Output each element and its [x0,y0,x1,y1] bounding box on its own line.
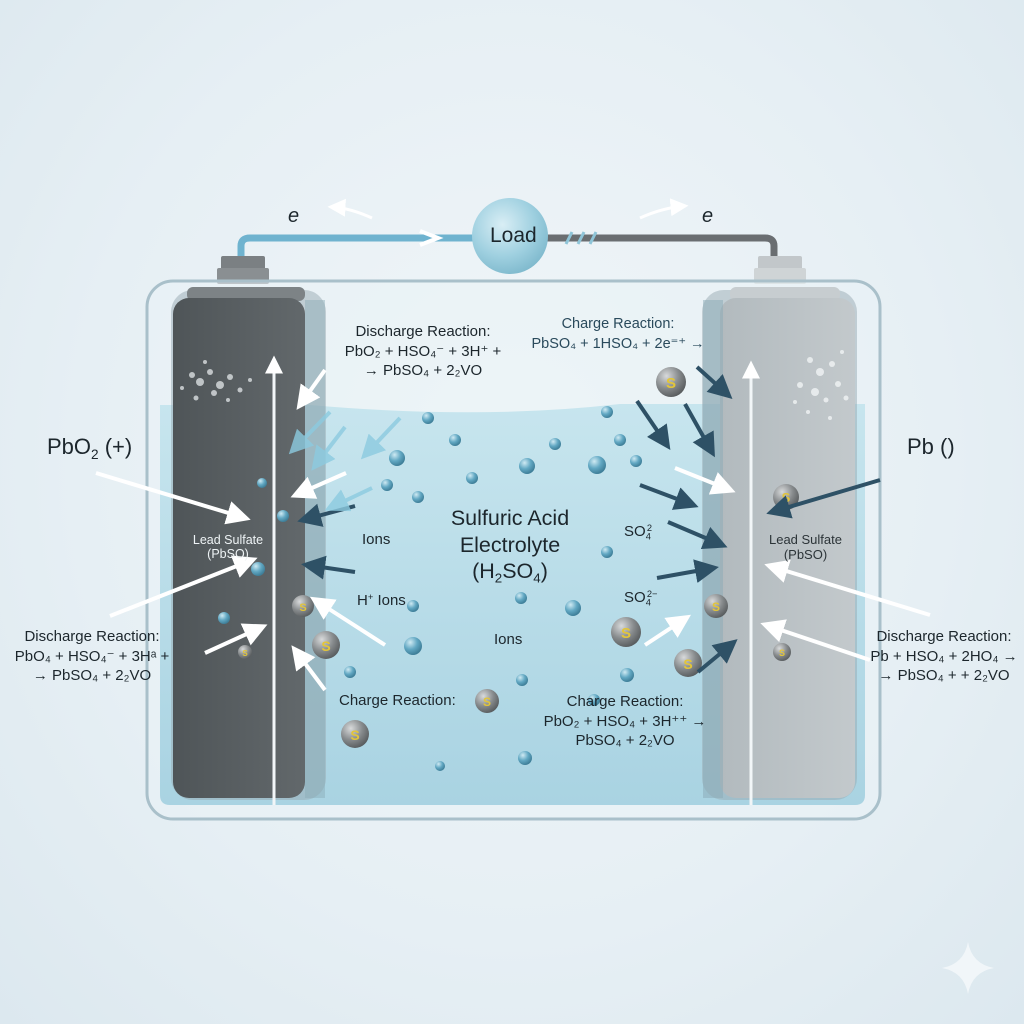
sulfate-ion-label-a: SO42 [624,523,653,542]
svg-text:S: S [621,625,631,642]
current-stripes [564,231,598,245]
charge-reaction-top: Charge Reaction: PbSO₄ + 1HSO₄ + 2e⁼⁺ → [531,316,705,352]
electron-label-right: e [702,205,714,227]
svg-text:S: S [782,490,791,505]
wire-negative [545,234,778,262]
sulfur-ball: S [312,631,340,659]
sulfur-ball: S [656,367,686,397]
discharge-reaction-right: Discharge Reaction: Pb + HSO₄ + 2HO₄ → →… [870,628,1018,684]
load-bulb [472,198,548,274]
negative-electrode [702,287,857,805]
sulfur-ball: S [674,649,702,677]
lead-sulfate-label-negative: Lead Sulfate(PbSO) [768,532,842,562]
pointer-arrows-white [95,368,931,692]
svg-text:S: S [779,648,785,658]
sulfate-ion-label-b: SO42− [624,589,658,608]
sulfur-ball: S [238,645,252,659]
h-ions-label: H+ Ions [357,592,406,610]
ion-flow-arrows-light [288,410,402,512]
svg-text:S: S [712,600,720,614]
load-label: Load [490,224,537,247]
svg-text:S: S [683,656,692,672]
external-circuit [237,198,778,274]
svg-text:S: S [483,695,491,709]
discharge-reaction-left: Discharge Reaction: PbO₄ + HSO₄⁻ + 3Hᵃ +… [14,628,170,684]
charge-reaction-bottom-left: Charge Reaction: [339,692,456,709]
ions-label-left: Ions [362,531,391,548]
sulfur-ball: S [773,643,791,661]
ions-label-center: Ions [494,631,523,648]
negative-electrode-label: Pb () [907,434,955,459]
ion-flow-arrows-dark [297,365,881,674]
sulfur-ball: S [704,594,728,618]
electron-flow-right-arrow [639,198,689,220]
lead-sulfate-label-positive: Lead Sulfate(PbSO) [192,533,264,562]
electrolyte-title: Sulfuric Acid Electrolyte (H2SO4) [450,506,570,586]
current-arrow-icon [419,229,444,247]
sulfur-ball: S [341,720,369,748]
discharge-reaction-top: Discharge Reaction: PbO₂ + HSO₄⁻ + 3H⁺ +… [344,323,502,379]
ion-bubbles [218,406,642,771]
positive-electrode-label: PbO2 (+) [47,434,133,462]
svg-text:S: S [666,375,676,392]
charge-reaction-bottom-right: Charge Reaction: PbO₂ + HSO₄ + 3H⁺⁺ → Pb… [543,693,707,749]
positive-electrode [171,287,326,805]
sparkle-icon [942,942,994,994]
svg-text:S: S [299,602,306,614]
wire-positive [237,234,480,262]
sulfur-ball: S [611,617,641,647]
svg-text:S: S [350,727,359,743]
sulfur-ball: S [292,595,314,617]
svg-text:S: S [321,638,330,654]
electron-label-left: e [288,205,300,227]
sulfur-ball: S [475,689,499,713]
svg-text:S: S [242,649,248,658]
electron-flow-left-arrow [327,198,373,220]
